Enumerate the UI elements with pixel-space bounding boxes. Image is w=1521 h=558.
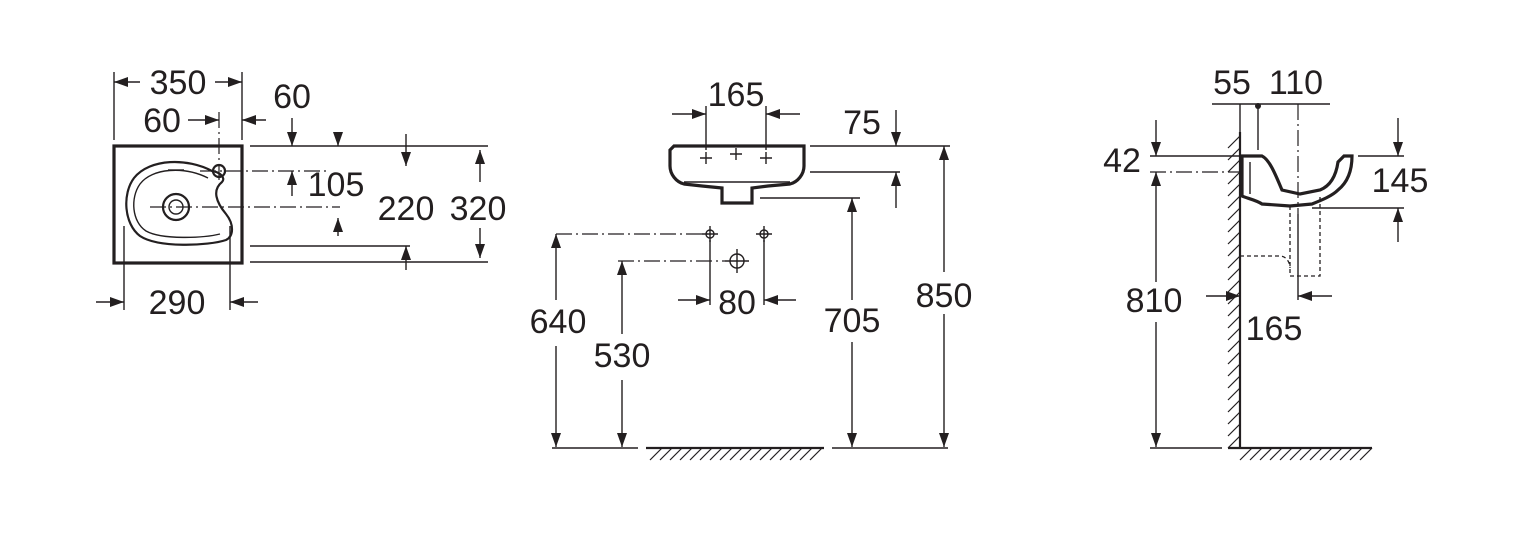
dim-plan-waste-depth: 220	[378, 190, 435, 228]
basin-outline	[112, 144, 244, 265]
dim-plan-tap-to-waste: 105	[308, 166, 365, 204]
dim-side-rim: 42	[1103, 142, 1141, 180]
dim-plan-fix-spacing: 290	[149, 284, 206, 322]
front-floor-hatch	[649, 447, 823, 461]
dim-front-waste-height: 530	[594, 337, 651, 375]
dim-plan-width: 350	[150, 64, 207, 102]
side-floor-hatch	[1239, 447, 1373, 461]
plan-view: 350 60 60 105 220 320	[96, 64, 506, 322]
dim-side-trap-projection: 165	[1246, 310, 1303, 348]
dim-side-basin-height: 145	[1372, 162, 1429, 200]
dim-front-base-height: 705	[824, 302, 881, 340]
dim-side-fix-height: 810	[1126, 282, 1183, 320]
dim-front-waste-spacing: 80	[718, 284, 756, 322]
dim-front-bowl-height: 75	[843, 104, 881, 142]
dim-plan-tap-side: 60	[273, 78, 311, 116]
front-basin-outline	[668, 144, 806, 205]
wall-hatch	[1227, 135, 1241, 449]
dim-front-top-height: 850	[916, 277, 973, 315]
front-view: 165 75 80 640	[530, 76, 973, 461]
dim-plan-depth: 320	[450, 190, 507, 228]
bowl-outline	[125, 160, 234, 246]
fixing-marks	[700, 148, 772, 164]
dim-front-fix-height: 640	[530, 303, 587, 341]
dim-front-fixing-spacing: 165	[708, 76, 765, 114]
dim-plan-tap-offset: 60	[143, 102, 181, 140]
side-basin-outline	[1240, 154, 1354, 208]
side-view: 55 110 42 810 145 165	[1103, 64, 1429, 461]
trap-dashed	[1240, 196, 1321, 277]
bowl-inner	[133, 169, 221, 239]
dim-side-wall-gap: 55	[1213, 64, 1251, 102]
dim-side-tap-centre: 110	[1269, 64, 1323, 102]
